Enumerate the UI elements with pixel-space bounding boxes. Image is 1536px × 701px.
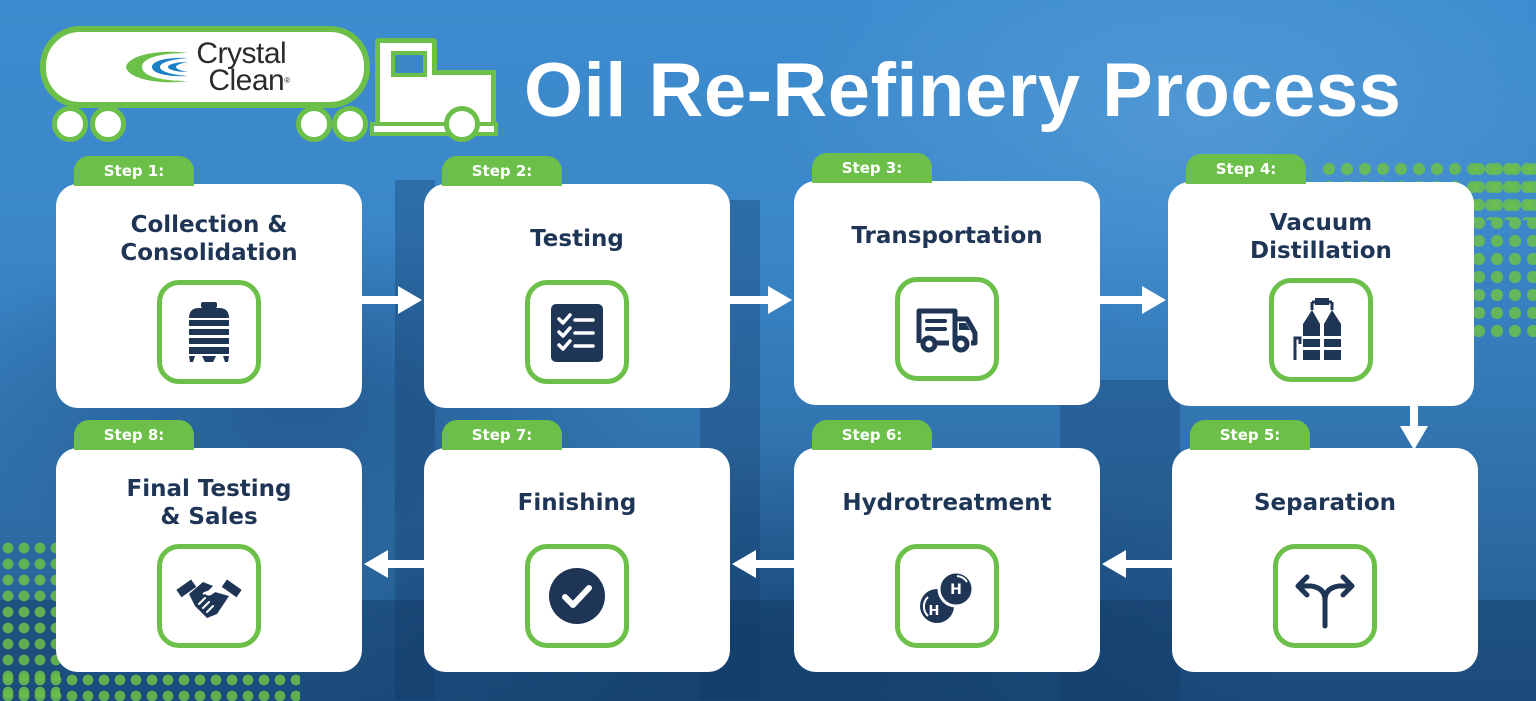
flow-arrow-right xyxy=(1100,284,1168,316)
step-title: Collection & Consolidation xyxy=(120,212,298,266)
flow-arrow-down xyxy=(1398,404,1430,450)
wheel-icon xyxy=(296,106,332,142)
handshake-icon xyxy=(176,579,242,618)
flow-arrow-left xyxy=(362,548,424,580)
icon-frame xyxy=(1273,544,1377,648)
step-label: Step 2: xyxy=(442,156,562,186)
step-title: Final Testing & Sales xyxy=(126,476,292,530)
icon-frame xyxy=(157,280,261,384)
wheel-icon xyxy=(52,106,88,142)
icon-frame xyxy=(525,280,629,384)
decorative-dots xyxy=(1470,160,1536,340)
crystal-clean-swoosh-icon xyxy=(120,47,190,87)
hydrogen-molecule-icon: H H xyxy=(920,570,975,623)
logo-wordmark: Crystal Clean® xyxy=(196,37,290,97)
flow-arrow-left xyxy=(730,548,794,580)
step-title: Hydrotreatment xyxy=(842,490,1052,516)
storage-tank-icon xyxy=(189,302,229,362)
truck-window xyxy=(391,51,427,77)
wheel-icon xyxy=(90,106,126,142)
step-label: Step 5: xyxy=(1190,420,1310,450)
step-card-1: Step 1: Collection & Consolidation xyxy=(56,156,362,408)
step-label: Step 7: xyxy=(442,420,562,450)
flow-arrow-right xyxy=(730,284,794,316)
icon-frame: H H xyxy=(895,544,999,648)
check-circle-icon xyxy=(549,568,605,624)
distillation-tower-icon xyxy=(1293,298,1341,360)
truck-cab xyxy=(375,38,437,128)
step-title: Separation xyxy=(1253,490,1397,516)
svg-text:H: H xyxy=(929,604,940,619)
step-card-6: Step 6: Hydrotreatment H H xyxy=(794,420,1100,672)
crystal-clean-logo-truck: Crystal Clean® xyxy=(40,26,505,146)
step-label: Step 6: xyxy=(812,420,932,450)
step-card-7: Step 7: Finishing xyxy=(424,420,730,672)
step-card-4: Step 4: Vacuum Distillation xyxy=(1168,154,1474,406)
delivery-truck-icon xyxy=(916,308,978,353)
icon-frame xyxy=(895,277,999,381)
step-card-2: Step 2: Testing xyxy=(424,156,730,408)
icon-frame xyxy=(1269,278,1373,382)
icon-frame xyxy=(525,544,629,648)
split-arrow-icon xyxy=(1295,574,1355,629)
step-card-5: Step 5: Separation xyxy=(1172,420,1478,672)
step-title: Vacuum Distillation xyxy=(1250,210,1392,264)
step-label: Step 8: xyxy=(74,420,194,450)
checklist-icon xyxy=(551,304,603,362)
step-label: Step 4: xyxy=(1186,154,1306,184)
step-label: Step 3: xyxy=(812,153,932,183)
flow-arrow-left xyxy=(1100,548,1172,580)
icon-frame xyxy=(157,544,261,648)
decorative-dots xyxy=(0,672,300,701)
page-title: Oil Re-Refinery Process xyxy=(524,48,1402,133)
logo-tank: Crystal Clean® xyxy=(40,26,370,108)
wheel-icon xyxy=(332,106,368,142)
flow-arrow-right xyxy=(362,284,424,316)
wheel-icon xyxy=(444,106,480,142)
step-title: Finishing xyxy=(517,490,637,516)
step-title: Transportation xyxy=(851,223,1043,249)
step-card-3: Step 3: Transportation xyxy=(794,153,1100,405)
step-title: Testing xyxy=(530,226,624,252)
step-label: Step 1: xyxy=(74,156,194,186)
step-card-8: Step 8: Final Testing & Sales xyxy=(56,420,362,672)
svg-text:H: H xyxy=(950,582,962,598)
